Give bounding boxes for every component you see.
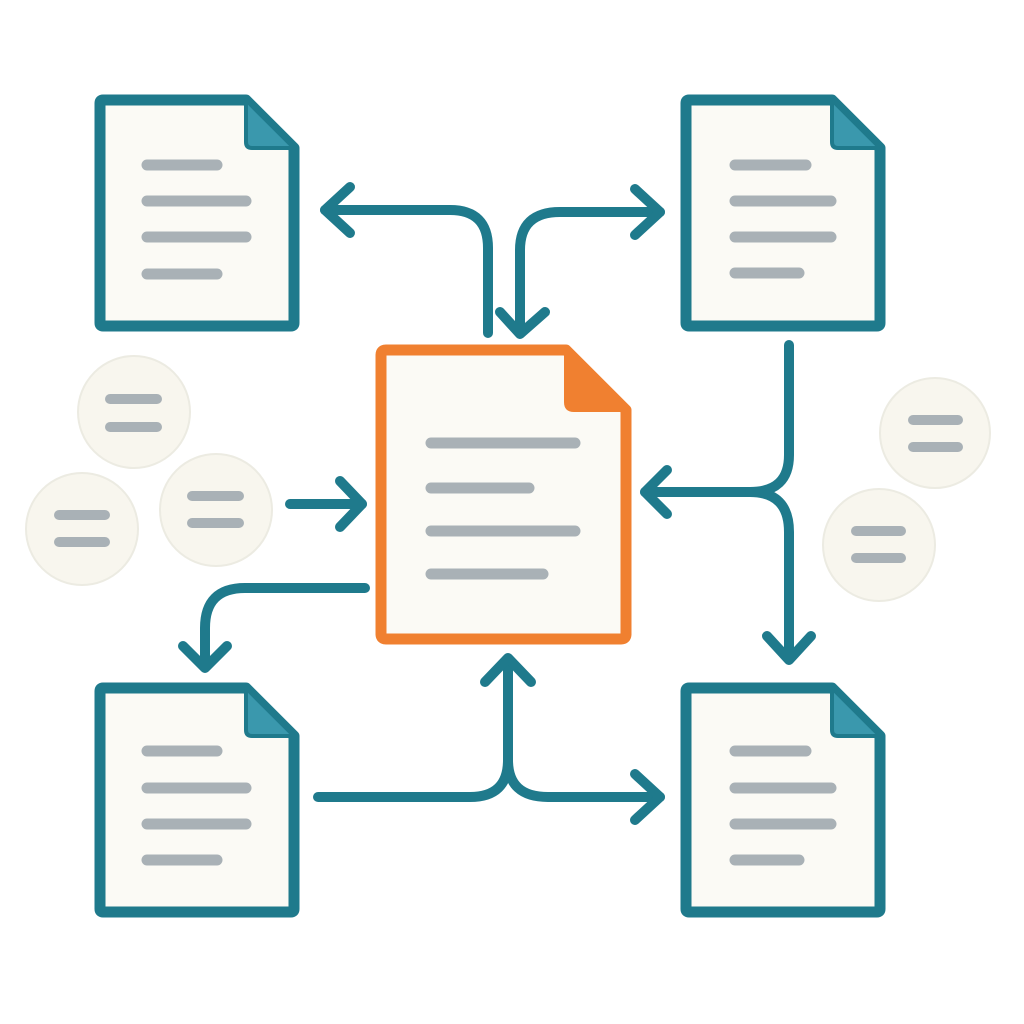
snippet-bubble [822,488,936,602]
arrow-icon [762,631,816,665]
arrow-icon [630,769,665,825]
arrow-icon [320,182,355,238]
connector-center-to-top-left [320,205,493,338]
bottom-left-document [94,682,300,918]
arrow-icon [335,476,367,532]
top-right-document [680,94,886,332]
bottom-right-document [680,682,886,918]
connector-center-to-bottom-left [200,583,370,671]
arrow-icon [178,641,232,673]
connector-bottom-left-trunk [313,655,513,802]
document-text-lines [141,159,252,280]
connector-top-right-to-bottom-right [745,487,794,663]
snippet-bubble [879,377,991,489]
document-text-lines [425,437,581,580]
document-text-lines [141,745,252,866]
arrow-icon [630,184,665,240]
snippet-bubble [159,453,273,567]
connector-top-right-to-center [515,207,665,335]
central-document [375,344,632,645]
connector-bottom-left-to-bottom-right [503,755,665,802]
snippet-bubble [25,472,139,586]
document-text-lines [729,745,837,866]
arrow-icon [495,307,550,339]
arrow-icon [480,653,536,687]
document-text-lines [729,159,837,279]
arrow-icon [640,465,672,519]
top-left-document [94,94,300,332]
snippet-bubble [77,355,191,469]
